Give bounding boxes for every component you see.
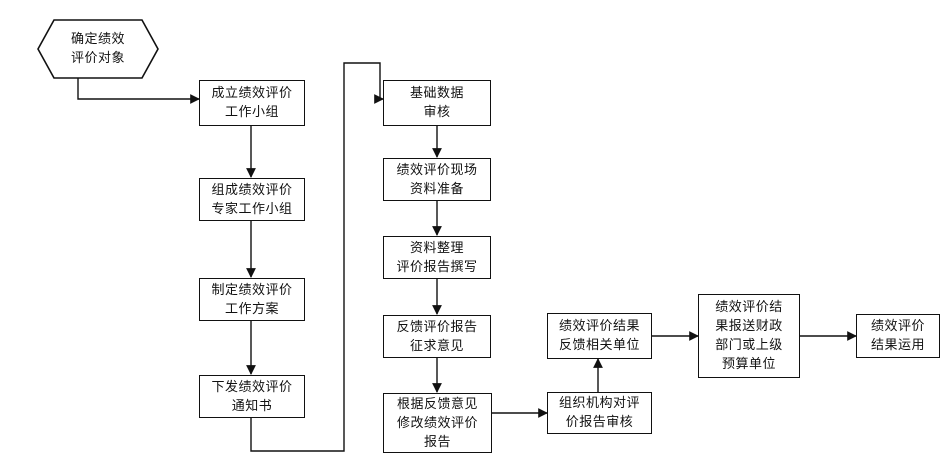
node-c1-3: 制定绩效评价 工作方案 (199, 278, 305, 321)
node-c2-4-label: 反馈评价报告 征求意见 (396, 319, 478, 354)
node-c1-2-label: 组成绩效评价 专家工作小组 (211, 182, 293, 217)
node-c1-4-label: 下发绩效评价 通知书 (211, 379, 293, 414)
edge-start-to-c1-1 (77, 78, 200, 104)
node-c1-3-label: 制定绩效评价 工作方案 (211, 282, 293, 317)
node-c2-2-label: 绩效评价现场 资料准备 (396, 162, 478, 197)
node-c1-2: 组成绩效评价 专家工作小组 (199, 178, 305, 221)
node-start-label: 确定绩效 评价对象 (70, 32, 125, 66)
node-c2-5: 根据反馈意见 修改绩效评价 报告 (383, 393, 492, 453)
node-c2-2: 绩效评价现场 资料准备 (383, 158, 491, 201)
node-c2-1-label: 基础数据 审核 (409, 86, 464, 120)
node-c3-low-label: 组织机构对评 价报告审核 (558, 396, 640, 430)
node-c2-3: 资料整理 评价报告撰写 (383, 236, 491, 279)
edge-c1-4-to-c2-1 (250, 62, 384, 452)
node-c2-3-label: 资料整理 评价报告撰写 (396, 240, 478, 275)
node-c3-up-label: 绩效评价结果 反馈相关单位 (558, 319, 640, 353)
node-c4-label: 绩效评价结 果报送财政 部门或上级 预算单位 (715, 300, 783, 372)
node-c1-1-label: 成立绩效评价 工作小组 (211, 86, 293, 120)
node-c3-up: 绩效评价结果 反馈相关单位 (547, 313, 652, 359)
start-hexagon (37, 19, 159, 79)
node-c5: 绩效评价 结果运用 (856, 314, 940, 358)
node-c3-low: 组织机构对评 价报告审核 (547, 392, 652, 434)
node-c4: 绩效评价结 果报送财政 部门或上级 预算单位 (698, 294, 800, 378)
node-c5-label: 绩效评价 结果运用 (870, 319, 925, 353)
node-c2-4: 反馈评价报告 征求意见 (383, 315, 491, 358)
node-c2-1: 基础数据 审核 (383, 80, 491, 126)
node-c2-5-label: 根据反馈意见 修改绩效评价 报告 (396, 396, 478, 450)
node-c1-4: 下发绩效评价 通知书 (199, 375, 305, 418)
node-c1-1: 成立绩效评价 工作小组 (199, 80, 305, 126)
